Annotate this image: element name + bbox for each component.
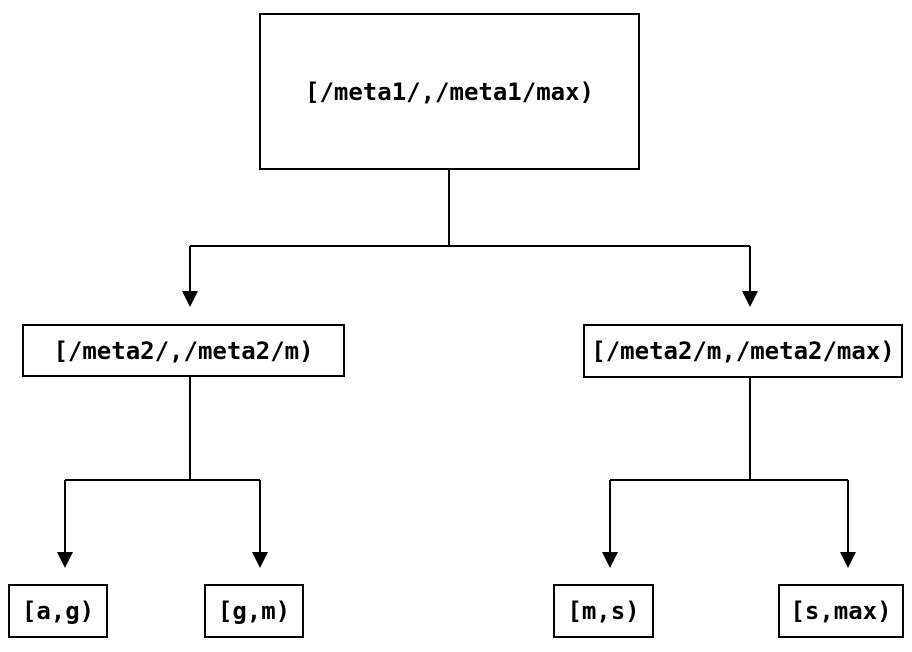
node-leaf-ag-label: [a,g) <box>21 597 95 625</box>
arrowhead-down-icon <box>602 552 618 568</box>
node-leaf-ag: [a,g) <box>8 584 108 638</box>
connector-lines <box>64 170 849 552</box>
node-leaf-ms: [m,s) <box>553 584 654 638</box>
node-leaf-gm-label: [g,m) <box>217 597 291 625</box>
node-leaf-smax-label: [s,max) <box>790 597 892 625</box>
node-leaf-gm: [g,m) <box>204 584 304 638</box>
node-leaf-ms-label: [m,s) <box>567 597 640 625</box>
arrowhead-down-icon <box>742 291 758 307</box>
connector-arrowheads <box>57 291 856 568</box>
node-root-label: [/meta1/,/meta1/max) <box>305 77 594 106</box>
node-leaf-smax: [s,max) <box>778 584 904 638</box>
arrowhead-down-icon <box>57 552 73 568</box>
node-meta2-left: [/meta2/,/meta2/m) <box>22 324 345 377</box>
node-meta2-right: [/meta2/m,/meta2/max) <box>583 324 903 378</box>
arrowhead-down-icon <box>182 291 198 307</box>
node-meta2-left-label: [/meta2/,/meta2/m) <box>53 336 314 365</box>
node-meta2-right-label: [/meta2/m,/meta2/max) <box>591 337 895 365</box>
arrowhead-down-icon <box>252 552 268 568</box>
node-root: [/meta1/,/meta1/max) <box>259 13 640 170</box>
arrowhead-down-icon <box>840 552 856 568</box>
